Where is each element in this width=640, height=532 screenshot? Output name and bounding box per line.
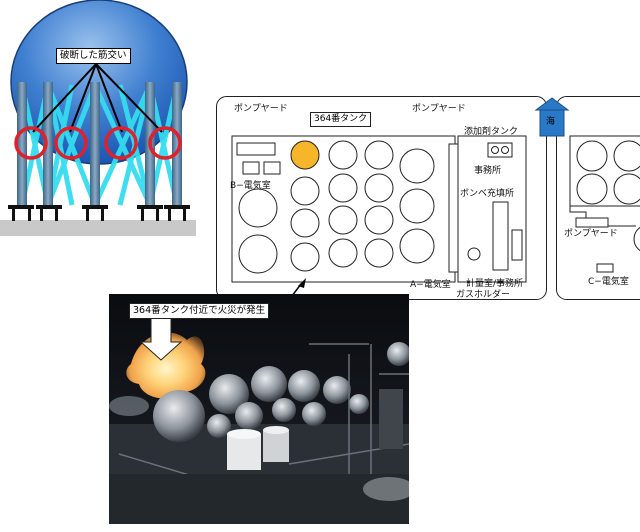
cylinder-filling-box: [492, 201, 509, 271]
pump-yard-right-label: ポンプヤード: [412, 104, 466, 114]
b-electric-small-2: [263, 161, 281, 175]
a-electric-room-label: A−電気室: [410, 280, 451, 290]
east-tanks: [576, 140, 640, 252]
small-tank: [467, 247, 481, 261]
additive-tank-2: [501, 146, 509, 154]
photo-arrow: [139, 313, 183, 361]
site-plan-map: [216, 96, 640, 300]
spherical-tank-illustration: [0, 0, 196, 236]
tank-364-label: 364番タンク: [310, 112, 372, 127]
cylinder-filling-inner: [511, 229, 523, 261]
b-electric-room-label: B−電気室: [230, 181, 271, 191]
fire-plume: [126, 332, 206, 399]
photo-spheres: [153, 342, 409, 442]
broken-brace-callout: 破断した筋交い: [56, 48, 131, 64]
ground: [0, 220, 196, 236]
tank-grid: [290, 140, 435, 272]
cylinder-filling-label: ボンベ充填所: [460, 189, 515, 199]
gas-holder-label: ガスホルダー: [456, 290, 511, 300]
callout-lines: [32, 63, 163, 133]
c-electric-room-label: C−電気室: [588, 277, 629, 287]
east-pump-yard-box: [575, 217, 609, 228]
fire-photo: 364番タンク付近で火災が発生: [109, 294, 409, 524]
fire-photo-illustration: [109, 294, 409, 524]
metering-office-label: 計量室/事務所: [466, 279, 524, 289]
tank: [238, 234, 278, 274]
break-circles: [14, 126, 182, 160]
b-electric-building: [236, 142, 276, 156]
site-plan: ポンプヤード ポンプヤード 364番タンク 添加剤タンク 事務所 B−電気室 ボ…: [216, 96, 640, 302]
gas-holder-strip: [448, 143, 459, 273]
office-label: 事務所: [474, 166, 502, 176]
tank-364: [290, 140, 320, 170]
b-electric-small-1: [242, 161, 260, 175]
fire-caption: 364番タンク付近で火災が発生: [129, 303, 270, 319]
additive-tank-1: [491, 146, 499, 154]
pump-yard-left-label: ポンプヤード: [234, 104, 288, 114]
tank: [238, 188, 278, 228]
sea-arrow: [534, 97, 570, 137]
photo-cylinder-tanks: [227, 426, 289, 470]
pump-yard-east-label: ポンプヤード: [564, 229, 618, 239]
sea-label: 海: [546, 117, 556, 127]
additive-tank-label: 添加剤タンク: [464, 127, 519, 137]
spherical-tank-diagram: 破断した筋交い: [0, 0, 196, 236]
c-electric-building: [596, 263, 614, 273]
column-feet: [8, 205, 190, 221]
